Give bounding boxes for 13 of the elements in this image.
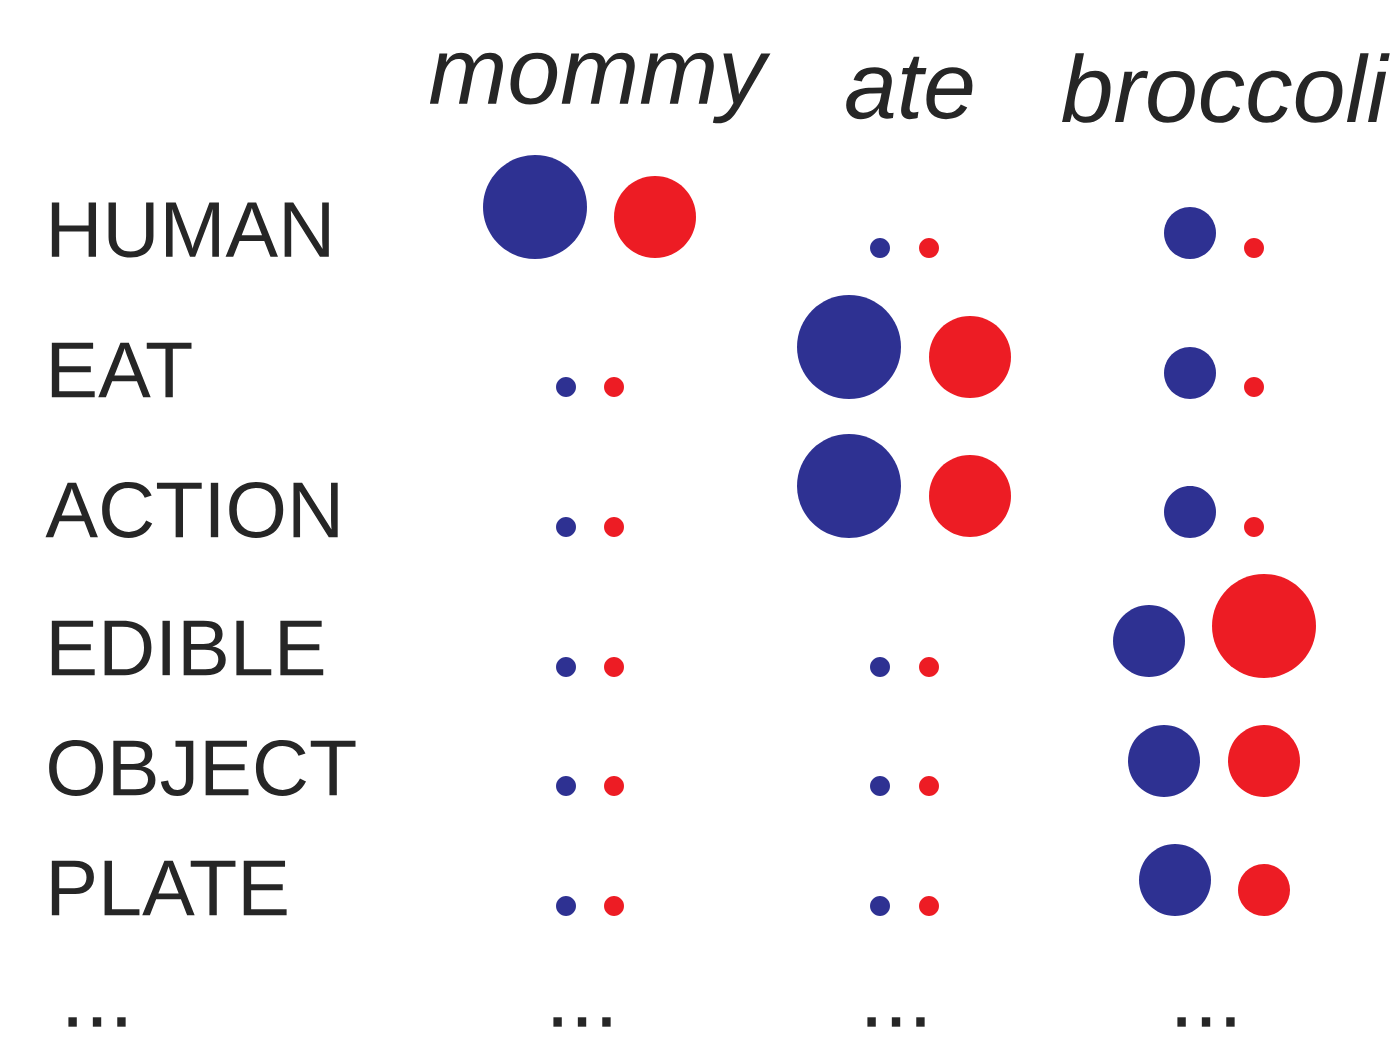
column-heading: broccoli — [1062, 53, 1390, 123]
column-heading: ate — [846, 56, 973, 120]
row-label: EDIBLE — [51, 620, 324, 676]
row-label: EAT — [51, 342, 192, 398]
ellipsis: ... — [68, 1017, 126, 1027]
row-label: PLATE — [51, 860, 287, 916]
column-heading: mommy — [429, 52, 771, 124]
row-label: HUMAN — [51, 202, 329, 258]
row-label: ACTION — [45, 482, 338, 538]
ellipsis: ... — [1177, 1017, 1235, 1027]
ellipsis: ... — [867, 1017, 925, 1027]
row-label: OBJECT — [49, 740, 356, 796]
ellipsis: ... — [553, 1017, 611, 1027]
